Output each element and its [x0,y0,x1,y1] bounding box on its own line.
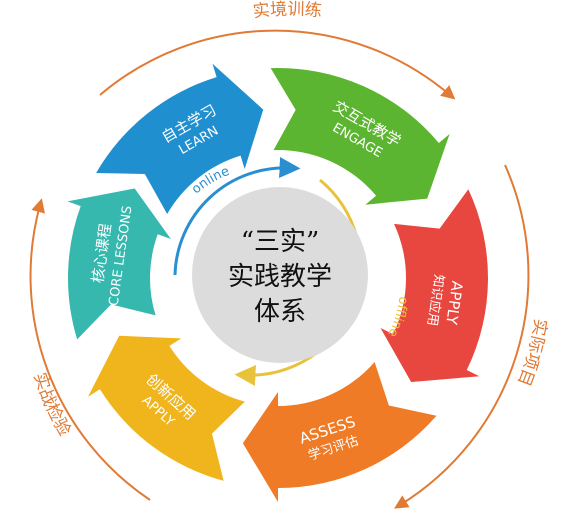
outer-label-right: 实际项目 [513,317,550,389]
segment-label-apply-line2: 知识应用 [424,273,447,327]
center-line-1: “三实” [241,227,320,257]
segment-create [88,335,245,481]
center-line-2: 实践教学 [228,262,332,292]
outer-arrow-top [99,29,456,100]
segment-assess [242,361,437,502]
segment-learn [96,63,264,214]
inner-arc-online [173,157,301,276]
segment-apply [380,189,489,383]
segment-label-apply: APPLY知识应用 [424,273,467,330]
outer-arrow-right [394,164,530,509]
outer-arrow-left [29,198,151,501]
center-disc [192,187,368,363]
center-line-3: 体系 [254,297,306,327]
segment-core [67,188,171,340]
segment-engage [270,68,450,205]
outer-label-top: 实境训练 [252,0,323,22]
